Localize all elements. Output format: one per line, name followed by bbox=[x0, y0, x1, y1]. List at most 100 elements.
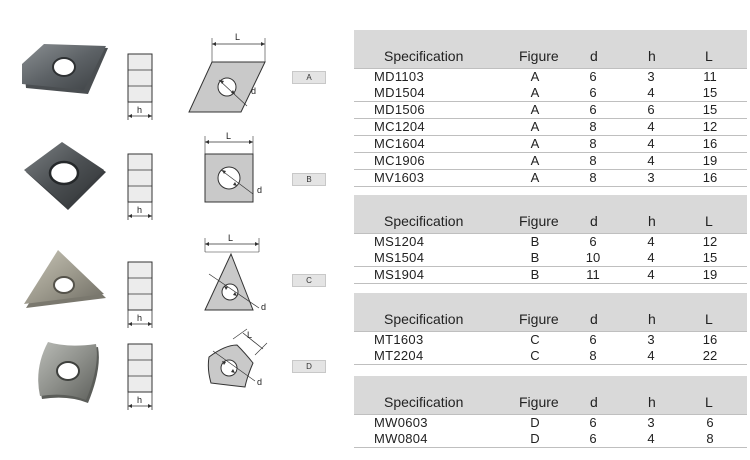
cell-h: 4 bbox=[647, 153, 655, 168]
cell-spec: MS1504 bbox=[374, 250, 425, 265]
cell-l: 19 bbox=[702, 267, 718, 282]
table-row: MV1603 A 8 3 16 bbox=[354, 170, 747, 187]
l-dimension-label: L bbox=[235, 32, 240, 42]
table-row: MC1906 A 8 4 19 bbox=[354, 153, 747, 170]
table-header: Specification Figure d h L bbox=[354, 30, 747, 68]
cell-l: 6 bbox=[706, 415, 714, 430]
cell-l: 15 bbox=[702, 85, 718, 100]
table-row: MS1504 B 10 4 15 bbox=[354, 250, 747, 267]
side-view-d: h bbox=[127, 343, 153, 410]
column-h: h bbox=[648, 394, 656, 410]
cell-spec: MD1103 bbox=[374, 69, 424, 84]
figure-label-d: D bbox=[292, 360, 326, 373]
triangle-drawing: L d bbox=[204, 233, 266, 312]
table-row: MC1204 A 8 4 12 bbox=[354, 119, 747, 136]
cell-figure: A bbox=[530, 153, 540, 168]
cell-h: 4 bbox=[647, 85, 655, 100]
column-figure: Figure bbox=[519, 213, 559, 229]
cell-h: 3 bbox=[647, 415, 655, 430]
side-view-c: h bbox=[127, 261, 153, 328]
column-h: h bbox=[648, 311, 656, 327]
cell-spec: MT1603 bbox=[374, 332, 424, 347]
cell-spec: MD1504 bbox=[374, 85, 425, 100]
cell-figure: D bbox=[530, 431, 540, 446]
cell-spec: MW0804 bbox=[374, 431, 428, 446]
cell-l: 16 bbox=[702, 170, 718, 185]
table-row: MW0804 D 6 4 8 bbox=[354, 431, 747, 448]
cell-d: 6 bbox=[589, 431, 597, 446]
h-dimension-label: h bbox=[137, 105, 142, 115]
cell-l: 11 bbox=[703, 69, 717, 84]
trigon-drawing: L d bbox=[207, 328, 268, 388]
cell-l: 12 bbox=[702, 234, 718, 249]
cell-figure: A bbox=[530, 119, 540, 134]
cell-figure: A bbox=[530, 136, 540, 151]
cell-h: 3 bbox=[647, 332, 655, 347]
table-row: MD1103 A 6 3 11 bbox=[354, 68, 747, 86]
column-specification: Specification bbox=[384, 311, 464, 327]
cell-d: 8 bbox=[589, 153, 597, 168]
figure-label-b: B bbox=[292, 173, 326, 186]
table-row: MS1204 B 6 4 12 bbox=[354, 233, 747, 251]
column-l: L bbox=[705, 48, 713, 64]
cell-l: 16 bbox=[702, 136, 718, 151]
table-header: Specification Figure d h L bbox=[354, 376, 747, 414]
cell-figure: C bbox=[530, 332, 540, 347]
cell-figure: A bbox=[530, 170, 540, 185]
column-d: d bbox=[590, 213, 598, 229]
cell-spec: MD1506 bbox=[374, 102, 425, 117]
cell-h: 4 bbox=[647, 250, 655, 265]
cell-l: 8 bbox=[706, 431, 714, 446]
column-l: L bbox=[705, 213, 713, 229]
table-row: MD1506 A 6 6 15 bbox=[354, 102, 747, 119]
cell-d: 6 bbox=[589, 415, 597, 430]
cell-h: 4 bbox=[647, 348, 655, 363]
cell-h: 4 bbox=[647, 234, 655, 249]
cell-h: 4 bbox=[647, 119, 655, 134]
h-dimension-label: h bbox=[137, 395, 142, 405]
cell-h: 3 bbox=[647, 170, 655, 185]
figure-label-a: A bbox=[292, 71, 326, 84]
cell-figure: D bbox=[530, 415, 540, 430]
table-row: MT2204 C 8 4 22 bbox=[354, 348, 747, 365]
figure-label-c: C bbox=[292, 274, 326, 287]
d-dimension-label: d bbox=[257, 377, 262, 387]
column-d: d bbox=[590, 394, 598, 410]
column-d: d bbox=[590, 48, 598, 64]
cell-d: 6 bbox=[589, 102, 597, 117]
cell-l: 22 bbox=[702, 348, 718, 363]
l-dimension-label: L bbox=[247, 330, 252, 340]
table-header: Specification Figure d h L bbox=[354, 293, 747, 331]
h-dimension-label: h bbox=[137, 205, 142, 215]
table-row: MT1603 C 6 3 16 bbox=[354, 331, 747, 349]
cell-d: 10 bbox=[585, 250, 601, 265]
cell-spec: MW0603 bbox=[374, 415, 428, 430]
cell-d: 6 bbox=[589, 332, 597, 347]
cell-spec: MS1204 bbox=[374, 234, 425, 249]
cell-d: 6 bbox=[589, 85, 597, 100]
d-dimension-label: d bbox=[257, 185, 262, 195]
cell-l: 15 bbox=[702, 250, 718, 265]
spec-table-figure-a: Specification Figure d h L MD1103 A 6 3 … bbox=[354, 30, 747, 187]
l-dimension-label: L bbox=[226, 131, 231, 141]
table-row: MS1904 B 11 4 19 bbox=[354, 267, 747, 284]
column-h: h bbox=[648, 48, 656, 64]
column-specification: Specification bbox=[384, 48, 464, 64]
cell-spec: MV1603 bbox=[374, 170, 425, 185]
cell-d: 8 bbox=[589, 136, 597, 151]
cell-d: 6 bbox=[589, 69, 597, 84]
cell-d: 8 bbox=[589, 119, 597, 134]
side-view-b: h bbox=[127, 153, 153, 220]
square-insert-image bbox=[24, 142, 106, 210]
h-dimension-label: h bbox=[137, 313, 142, 323]
side-view-a: h bbox=[127, 53, 153, 120]
column-figure: Figure bbox=[519, 394, 559, 410]
cell-figure: B bbox=[530, 234, 540, 249]
cell-l: 12 bbox=[702, 119, 718, 134]
cell-spec: MT2204 bbox=[374, 348, 424, 363]
cell-h: 4 bbox=[647, 431, 655, 446]
column-specification: Specification bbox=[384, 394, 464, 410]
table-row: MW0603 D 6 3 6 bbox=[354, 414, 747, 432]
spec-table-figure-b: Specification Figure d h L MS1204 B 6 4 … bbox=[354, 195, 747, 284]
rhombus-insert-image bbox=[22, 44, 108, 94]
